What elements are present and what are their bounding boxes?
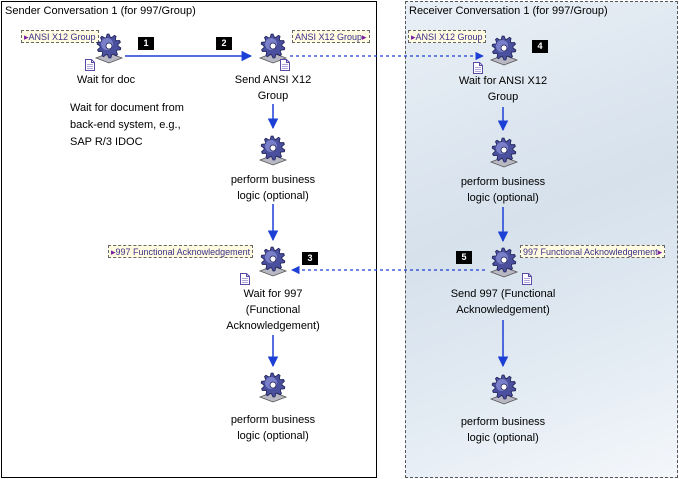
sender-pane-title: Sender Conversation 1 (for 997/Group) — [5, 5, 196, 17]
sender-node-2-doc-tag[interactable]: ANSI X12 Group▸ — [292, 30, 370, 43]
receiver-node-1-document-icon — [473, 62, 483, 74]
sender-node-3-gear-icon[interactable] — [256, 133, 290, 167]
receiver-node-2-gear-icon[interactable] — [487, 135, 521, 169]
sender-node-1-badge: 1 — [138, 37, 154, 50]
receiver-node-1-gear-icon[interactable] — [487, 33, 521, 67]
sender-node-4-document-icon — [240, 273, 250, 285]
sender-conversation-pane[interactable]: Sender Conversation 1 (for 997/Group) — [1, 1, 377, 478]
sender-node-1-gear-icon[interactable] — [92, 31, 126, 65]
receiver-node-3-document-icon — [522, 273, 532, 285]
sender-node-4-gear-icon[interactable] — [256, 244, 290, 278]
receiver-node-3-badge: 5 — [456, 251, 472, 264]
sender-node-4-badge: 3 — [302, 252, 318, 265]
sender-node-1-doc-tag[interactable]: ▸ANSI X12 Group — [21, 30, 99, 43]
sender-node-1-label: Wait for doc — [76, 74, 136, 86]
receiver-node-4-gear-icon[interactable] — [487, 372, 521, 406]
sender-node-2-badge: 2 — [216, 37, 232, 50]
sender-node-5-gear-icon[interactable] — [256, 370, 290, 404]
sender-node-2-document-icon — [280, 59, 290, 71]
receiver-conversation-pane[interactable]: Receiver Conversation 1 (for 997/Group) — [405, 1, 678, 478]
sender-node-1-document-icon — [85, 59, 95, 71]
sender-node-2-gear-icon[interactable] — [256, 31, 290, 65]
receiver-node-3-gear-icon[interactable] — [487, 245, 521, 279]
receiver-node-3-doc-tag[interactable]: 997 Functional Acknowledgement▸ — [520, 245, 666, 258]
receiver-node-1-doc-tag[interactable]: ▸ANSI X12 Group — [408, 30, 486, 43]
receiver-pane-title: Receiver Conversation 1 (for 997/Group) — [409, 5, 608, 17]
sender-node-4-doc-tag[interactable]: ▸997 Functional Acknowledgement — [108, 245, 254, 258]
receiver-node-1-badge: 4 — [532, 40, 548, 53]
